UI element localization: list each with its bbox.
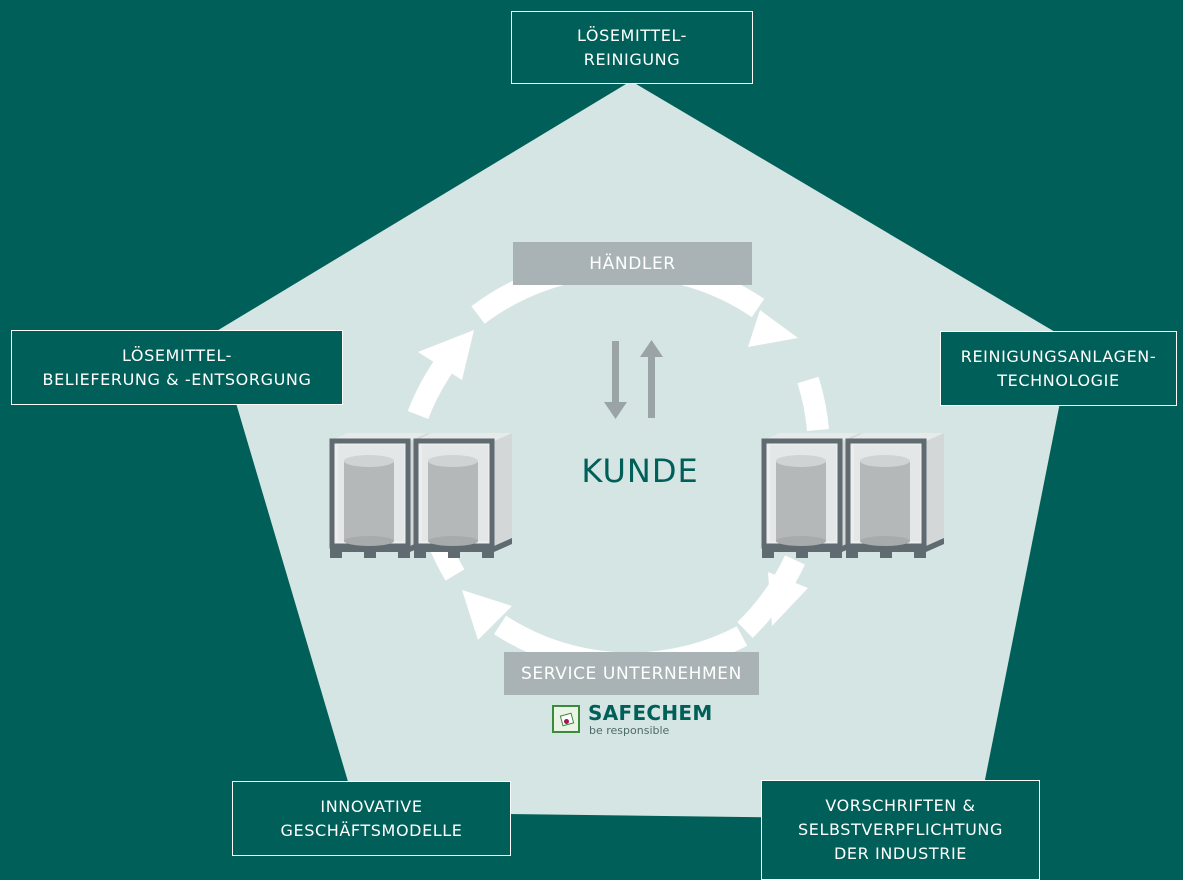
haendler-label-text: HÄNDLER [589,253,676,274]
corner-box-innovative-geschaeftsmodelle: INNOVATIVE GESCHÄFTSMODELLE [232,781,511,856]
safechem-logo-name: SAFECHEM [588,701,713,725]
drum-container-icon [846,433,944,558]
drum-container-icon [762,433,860,558]
safechem-logo: SAFECHEM be responsible [552,701,722,741]
corner-box-belieferung-entsorgung: LÖSEMITTEL- BELIEFERUNG & -ENTSORGUNG [11,330,343,405]
haendler-label: HÄNDLER [513,242,752,285]
pentagon-background [215,81,1072,820]
corner-bottom-left-line-2: GESCHÄFTSMODELLE [280,820,463,840]
safechem-logo-tagline: be responsible [589,724,670,737]
service-unternehmen-label: SERVICE UNTERNEHMEN [504,652,759,695]
corner-box-vorschriften-selbstverpflichtung: VORSCHRIFTEN & SELBSTVERPFLICHTUNG DER I… [761,780,1040,880]
corner-right-line-2: TECHNOLOGIE [997,370,1120,390]
corner-right-line-1: REINIGUNGSANLAGEN- [960,346,1157,366]
corner-left-line-1: LÖSEMITTEL- [121,345,233,365]
corner-bottom-right-line-2: SELBSTVERPFLICHTUNG [798,820,1003,839]
corner-bottom-right-line-3: DER INDUSTRIE [833,844,967,863]
drum-container-icon [330,433,428,558]
exchange-arrows-icon [604,340,663,419]
corner-box-reinigungsanlagen-technologie: REINIGUNGSANLAGEN- TECHNOLOGIE [940,331,1177,406]
safechem-logo-mark-icon [552,705,580,733]
corner-bottom-left-line-1: INNOVATIVE [320,796,423,816]
service-unternehmen-label-text: SERVICE UNTERNEHMEN [521,663,742,684]
drum-container-icon [414,433,512,558]
corner-top-line-1: LÖSEMITTEL- [576,25,688,45]
corner-bottom-right-line-1: VORSCHRIFTEN & [825,796,976,815]
corner-box-loesemittel-reinigung: LÖSEMITTEL- REINIGUNG [511,11,753,84]
kunde-label: KUNDE [581,452,699,490]
corner-left-line-2: BELIEFERUNG & -ENTSORGUNG [42,369,312,389]
corner-top-line-2: REINIGUNG [583,49,681,69]
